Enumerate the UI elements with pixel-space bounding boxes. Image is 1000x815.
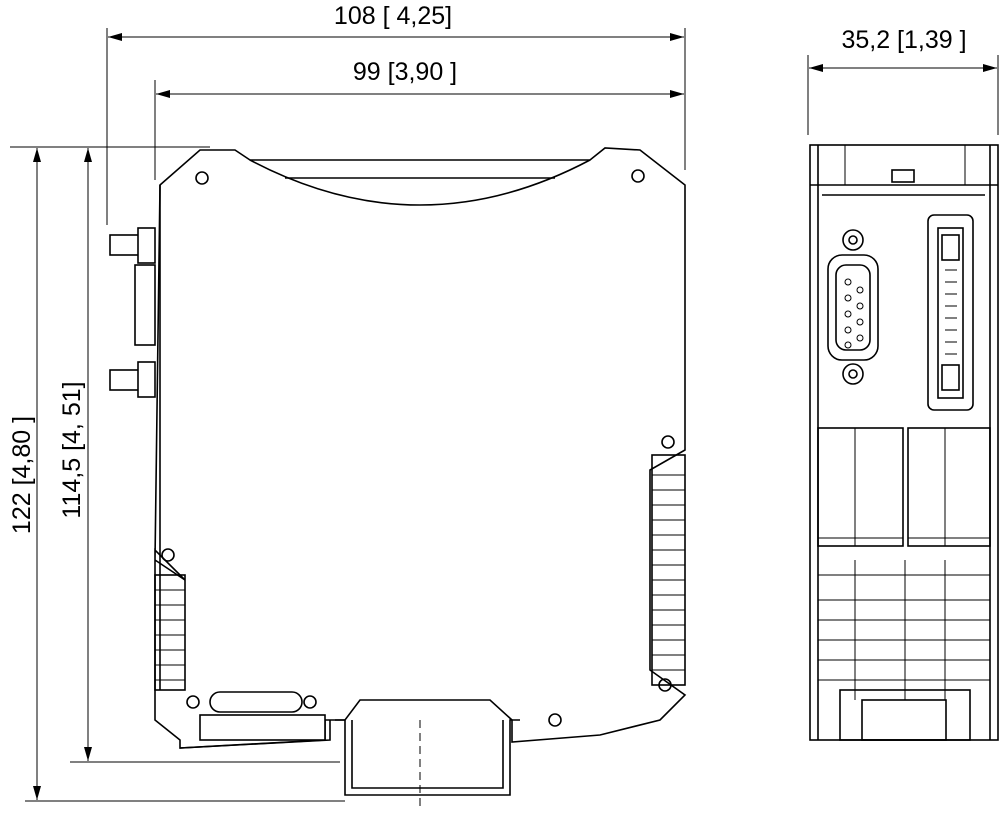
width-total-label: 108 [ 4,25] — [334, 2, 452, 30]
side-view — [809, 144, 999, 741]
din-rail — [179, 714, 520, 810]
width-body-label: 99 [3,90 ] — [353, 58, 457, 86]
dsub-connector — [827, 229, 879, 385]
dimension-width-body: 99 [3,90 ] — [154, 58, 684, 180]
ribbon-connector — [927, 214, 974, 411]
height-body-label: 114,5 [4, 51] — [58, 381, 86, 518]
dimension-height-body: 114,5 [4, 51] — [58, 148, 340, 763]
left-terminals — [109, 227, 156, 398]
front-view — [109, 147, 687, 810]
side-ribs — [818, 560, 990, 741]
dimension-height-total: 122 [4,80 ] — [8, 146, 345, 802]
left-ribs — [154, 574, 186, 691]
height-total-label: 122 [4,80 ] — [8, 416, 36, 534]
dimension-width-total: 108 [ 4,25] — [106, 2, 686, 225]
depth-label: 35,2 [1,39 ] — [841, 26, 966, 54]
dimension-depth: 35,2 [1,39 ] — [807, 26, 999, 135]
terminal-blocks — [817, 427, 991, 547]
right-ribs — [651, 454, 686, 686]
